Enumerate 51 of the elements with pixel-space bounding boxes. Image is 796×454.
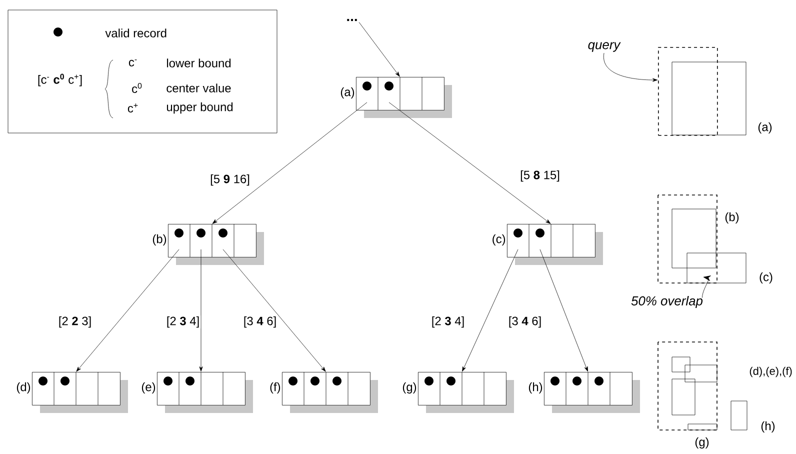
symbol: c$^{-}$	[128, 60, 137, 66]
rectangle-label: (b)	[725, 212, 739, 224]
node-label: (c)	[492, 234, 506, 246]
rectangle-label: (c)	[760, 272, 772, 284]
legend-text: valid record	[105, 28, 166, 38]
ellipsis-text: ...	[347, 18, 357, 22]
record-node: (g)	[402, 372, 514, 413]
node-label: (d)	[16, 382, 30, 394]
legend-text: upper bound	[167, 102, 233, 114]
edge-label: [5 8 15]	[520, 170, 560, 182]
rectangle-label: (a)	[758, 122, 772, 134]
interval-notation: [c$^{-}$ c$^{0}$ c$^{+}$]	[38, 74, 82, 86]
node-label: (h)	[528, 382, 542, 394]
rectangle-label: (d),(e),(f)	[750, 366, 792, 378]
symbol: c$^{0}$	[132, 82, 142, 93]
record-node: (f)	[270, 372, 378, 413]
edge-label: [2 3 4]	[167, 316, 199, 328]
arrow	[199, 249, 203, 372]
arrow	[222, 249, 326, 372]
node-label: (g)	[402, 382, 416, 394]
legend-text: lower bound	[167, 58, 231, 68]
arrow	[358, 22, 400, 77]
node-label: (a)	[340, 87, 354, 99]
edge-label: [3 4 6]	[244, 316, 276, 328]
arrow	[212, 102, 368, 224]
record-node: (e)	[142, 372, 253, 413]
arrow	[462, 249, 518, 372]
node-label: (f)	[270, 382, 280, 394]
node-label: (b)	[152, 234, 166, 246]
record-node: (b)	[152, 224, 264, 265]
record-node: (c)	[492, 224, 603, 265]
rectangle-label: (h)	[761, 421, 775, 433]
arrow	[76, 249, 180, 372]
arrow	[540, 249, 588, 372]
edge-label: [5 9 16]	[210, 174, 250, 186]
edge-label: [2 3 4]	[432, 316, 464, 328]
record-node: (a)	[340, 76, 452, 118]
symbol: c$^{+}$	[128, 103, 138, 113]
record-node: (d)	[16, 372, 128, 413]
legend-text: center value	[166, 84, 231, 92]
rectangle-label: (g)	[695, 437, 709, 449]
leader-line	[604, 52, 658, 82]
edge-label: [3 4 6]	[509, 316, 541, 328]
node-label: (e)	[142, 382, 156, 394]
query-rectangle	[658, 47, 718, 136]
edge-label: [2 2 3]	[59, 316, 91, 328]
arrow	[388, 102, 551, 224]
leader-line	[702, 276, 711, 298]
overlap-label: 50% overlap	[631, 296, 703, 308]
record-node: (h)	[528, 372, 640, 413]
query-label: query	[588, 42, 621, 52]
